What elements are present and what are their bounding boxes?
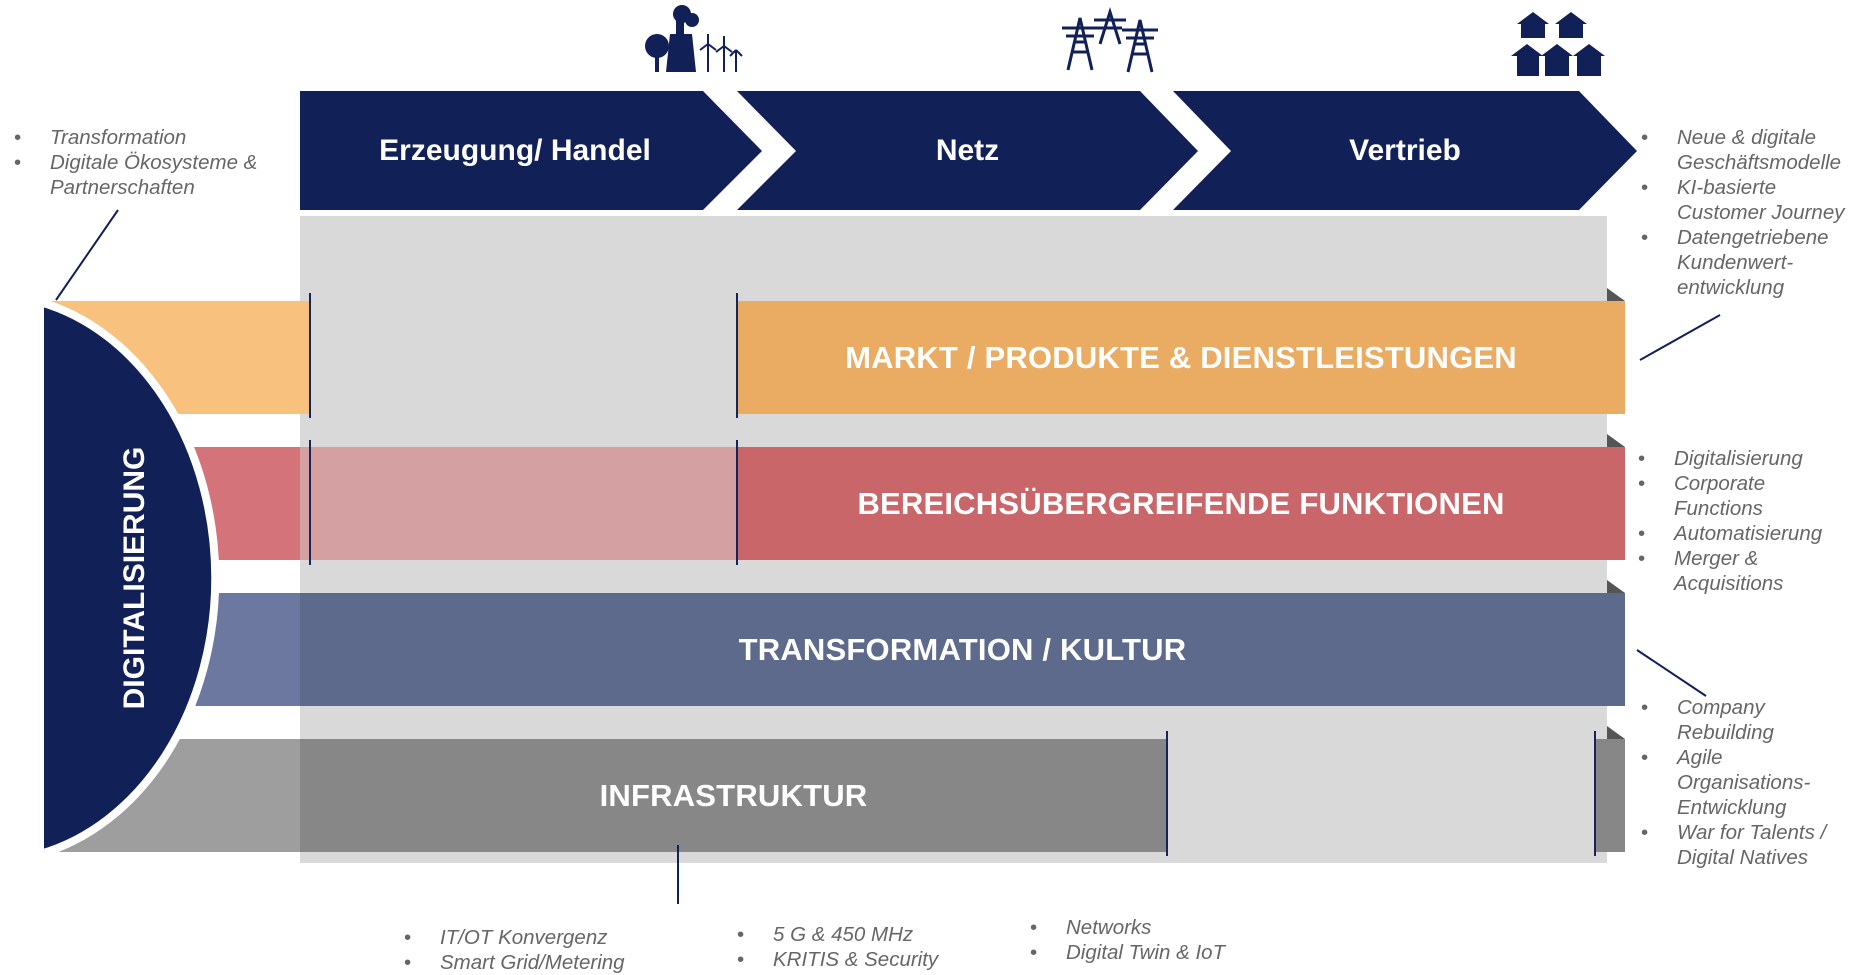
note-item: Digitale Ökosysteme &Partnerschaften xyxy=(14,150,257,200)
note-item: War for Talents /Digital Natives xyxy=(1641,820,1826,870)
separator-markt-left xyxy=(309,293,311,418)
separator-markt-mid xyxy=(736,293,738,418)
layer-markt: MARKT / PRODUKTE & DIENSTLEISTUNGEN xyxy=(737,301,1625,414)
layer-bereichsuebergreifend: BEREICHSÜBERGREIFENDE FUNKTIONEN xyxy=(737,447,1625,560)
separator-bereich-mid xyxy=(736,440,738,565)
note-item: Transformation xyxy=(14,125,257,150)
layer-infrastruktur-label: INFRASTRUKTUR xyxy=(599,777,868,813)
note-item: Digital Twin & IoT xyxy=(1030,940,1225,965)
houses-icon xyxy=(1511,12,1605,76)
power-plant-wind-icon xyxy=(645,5,743,72)
notes-bottom-3: Networks Digital Twin & IoT xyxy=(1030,915,1225,965)
infrastruktur-bar-right-end xyxy=(1595,739,1625,852)
bereich-bar-left-light xyxy=(300,447,737,560)
note-item: Smart Grid/Metering xyxy=(404,950,625,975)
layer-markt-label: MARKT / PRODUKTE & DIENSTLEISTUNGEN xyxy=(845,339,1517,375)
layer-infrastruktur: INFRASTRUKTUR xyxy=(300,739,1167,852)
note-item: IT/OT Konvergenz xyxy=(404,925,625,950)
note-item: Merger &Acquisitions xyxy=(1638,546,1822,596)
power-pylons-icon xyxy=(1062,6,1158,73)
chevron-vertrieb xyxy=(1173,91,1637,210)
note-item: Automatisierung xyxy=(1638,521,1822,546)
chevron-netz xyxy=(737,91,1198,210)
layer-transformation-label: TRANSFORMATION / KULTUR xyxy=(738,631,1187,667)
notes-bottom-2: 5 G & 450 MHz KRITIS & Security xyxy=(737,922,938,972)
separator-bereich-left xyxy=(309,440,311,565)
layer-bereich-label: BEREICHSÜBERGREIFENDE FUNKTIONEN xyxy=(857,485,1505,521)
stage-label-erzeugung: Erzeugung/ Handel xyxy=(379,133,651,167)
notes-top-left: Transformation Digitale Ökosysteme &Part… xyxy=(14,125,257,200)
note-item: 5 G & 450 MHz xyxy=(737,922,938,947)
notes-bottom-1: IT/OT Konvergenz Smart Grid/Metering xyxy=(404,925,625,975)
stage-label-netz: Netz xyxy=(935,133,1000,167)
stage-label-vertrieb: Vertrieb xyxy=(1349,133,1461,167)
separator-infra-right xyxy=(1594,731,1596,856)
note-item: KRITIS & Security xyxy=(737,947,938,972)
note-item: Digitalisierung xyxy=(1638,446,1822,471)
chevron-erzeugung xyxy=(300,91,762,210)
separator-infra-mid xyxy=(1166,731,1168,856)
digitalisierung-half-circle xyxy=(36,296,220,860)
note-item: Networks xyxy=(1030,915,1225,940)
layer-transformation: TRANSFORMATION / KULTUR xyxy=(300,593,1625,706)
